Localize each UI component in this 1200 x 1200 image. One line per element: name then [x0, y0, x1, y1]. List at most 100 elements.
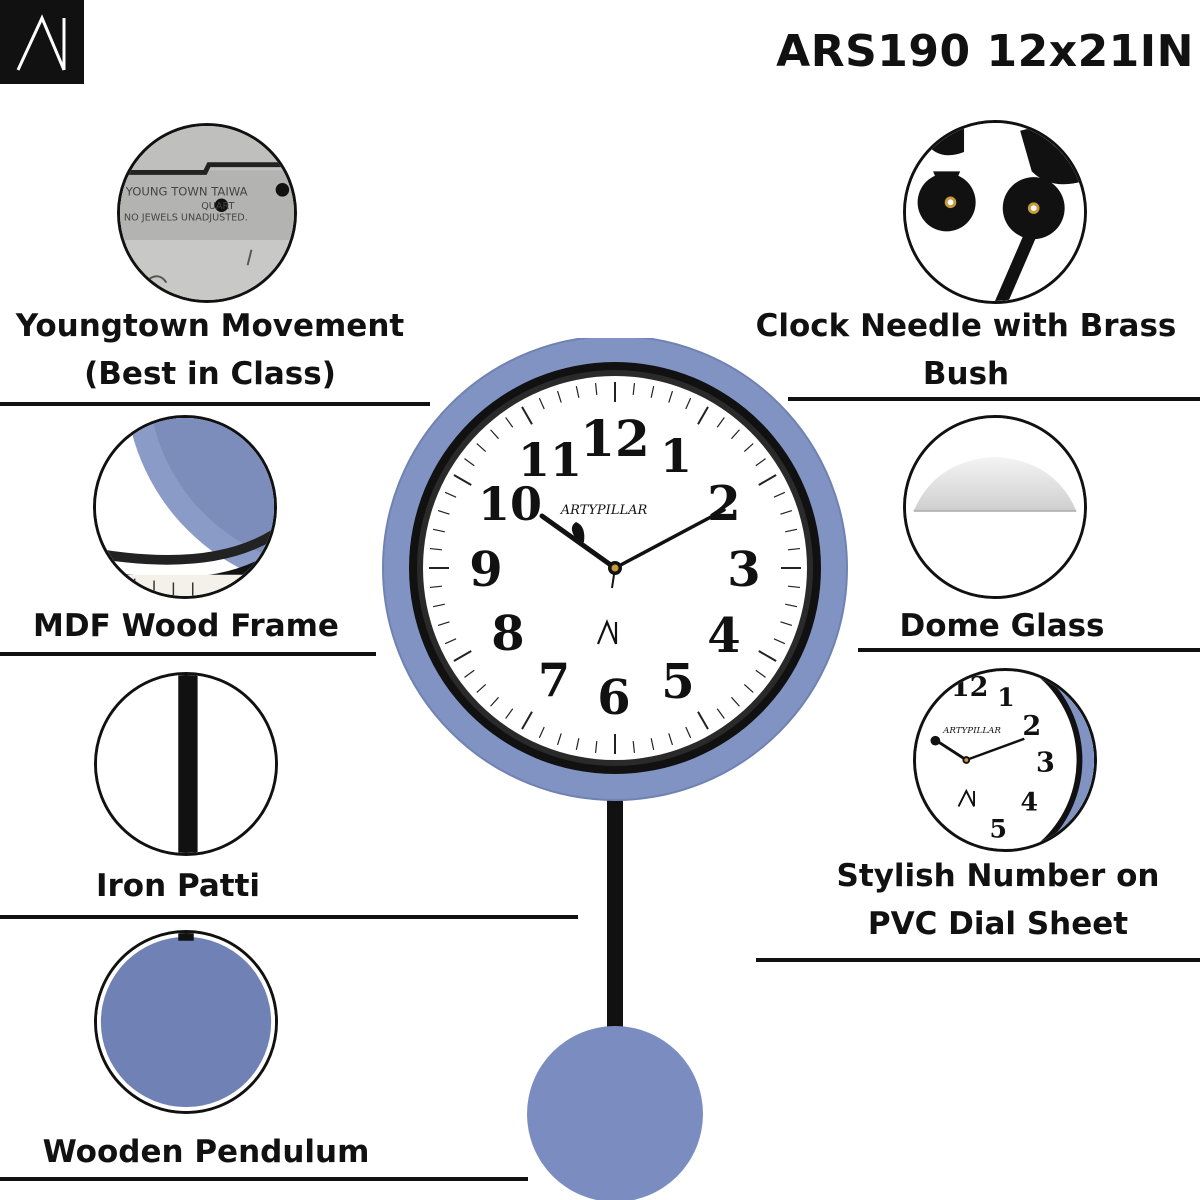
mini-numeral-3: 3: [1036, 748, 1055, 779]
movement-closeup: YOUNG TOWN TAIWA QUART NO JEWELS UNADJUS…: [117, 123, 297, 303]
minute-tick: [453, 650, 472, 662]
wood-frame-closeup: [93, 415, 277, 599]
movement-text-line3: NO JEWELS UNADJUSTED.: [124, 213, 248, 224]
minute-tick: [464, 458, 475, 467]
dial-closeup: ARTYPILLAR 12 1 2 3 4 5: [913, 668, 1097, 852]
feature-label-dome-glass: Dome Glass: [899, 608, 1105, 644]
mini-numeral-1: 1: [997, 682, 1015, 712]
minute-tick: [668, 390, 674, 403]
minute-tick: [755, 669, 766, 678]
minute-tick: [453, 474, 472, 486]
minute-tick: [521, 711, 533, 730]
minute-tick: [780, 621, 793, 627]
minute-tick: [594, 740, 598, 754]
minute-tick: [437, 509, 450, 515]
numeral-7: 7: [538, 653, 570, 707]
feature-label-stylish-number: Stylish Number on PVC Dial Sheet: [836, 858, 1160, 942]
iron-rod-closeup: [94, 672, 278, 856]
divider-left-4: [0, 1177, 528, 1181]
clock-hands: [539, 508, 726, 589]
dome-glass-closeup: [903, 415, 1087, 599]
divider-left-1: [0, 402, 430, 406]
divider-right-1: [788, 397, 1200, 401]
minute-tick: [743, 683, 754, 693]
minute-tick: [650, 385, 655, 398]
minute-tick: [505, 417, 514, 428]
numeral-5: 5: [661, 654, 694, 710]
minute-tick: [773, 491, 786, 498]
numeral-10: 10: [478, 477, 542, 531]
minute-tick: [490, 429, 500, 440]
minute-tick: [780, 509, 793, 515]
mini-dial-brand: ARTYPILLAR: [942, 726, 1001, 736]
numeral-6: 6: [597, 670, 630, 726]
dial-logo-icon: [596, 619, 618, 645]
clock-hands-closeup: [903, 120, 1087, 304]
numeral-1: 1: [660, 429, 692, 483]
mini-logo-icon: [957, 788, 976, 807]
minute-tick: [444, 491, 457, 498]
numeral-4: 4: [707, 608, 740, 664]
minute-tick: [437, 621, 450, 627]
numeral-12: 12: [580, 409, 650, 468]
minute-tick: [538, 726, 545, 739]
pendulum-rod: [607, 778, 623, 1038]
dial-closeup-icon: ARTYPILLAR 12 1 2 3 4 5: [916, 671, 1094, 849]
brand-logo: [0, 0, 84, 84]
feature-label-movement: Youngtown Movement (Best in Class): [15, 308, 405, 392]
minute-tick: [432, 528, 445, 533]
artypillar-a-logo-icon: [16, 14, 66, 71]
dial-brand: ARTYPILLAR: [560, 503, 648, 518]
divider-right-2: [858, 648, 1200, 652]
minute-tick: [490, 696, 500, 707]
movement-text-line2: QUART: [201, 201, 234, 212]
minute-tick: [575, 385, 580, 398]
minute-tick: [575, 738, 580, 751]
minute-tick: [650, 738, 655, 751]
minute-tick: [538, 397, 545, 410]
minute-tick: [505, 708, 514, 719]
pendulum-wall-clock: 12 1 2 3 4 5 6 7 8 9 10 11 ARTYPILLAR: [382, 338, 848, 1200]
feature-label-wood-frame: MDF Wood Frame: [33, 608, 339, 644]
minute-tick: [476, 683, 487, 693]
wood-frame-closeup-icon: [96, 418, 274, 596]
minute-tick: [429, 585, 443, 589]
minute-tick: [785, 528, 798, 533]
minute-tick: [730, 696, 740, 707]
minute-tick: [556, 733, 562, 746]
minute-tick: [464, 669, 475, 678]
minute-tick: [432, 603, 445, 608]
minute-tick: [787, 585, 801, 589]
minute-tick: [685, 397, 692, 410]
numeral-11: 11: [518, 433, 582, 487]
feature-label-clock-needle: Clock Needle with Brass Bush: [755, 308, 1177, 392]
iron-rod-closeup-icon: [97, 675, 275, 853]
divider-left-3: [0, 915, 578, 919]
minute-tick: [755, 458, 766, 467]
dome-glass-icon: [906, 418, 1084, 596]
movement-closeup-icon: YOUNG TOWN TAIWA QUART NO JEWELS UNADJUS…: [120, 126, 294, 300]
numeral-2: 2: [707, 476, 740, 532]
minute-tick: [785, 603, 798, 608]
minute-tick: [668, 733, 674, 746]
minute-tick: [697, 711, 709, 730]
pendulum-closeup: [94, 930, 278, 1114]
minute-tick: [743, 443, 754, 453]
divider-right-3: [756, 958, 1200, 962]
minute-tick: [429, 547, 443, 551]
numeral-8: 8: [491, 606, 524, 662]
clock-hands-closeup-icon: [906, 123, 1084, 301]
minute-tick: [758, 474, 777, 486]
minute-tick: [521, 406, 533, 425]
pendulum-disc: [527, 1026, 703, 1200]
minute-tick: [716, 417, 725, 428]
minute-tick: [632, 382, 636, 396]
minute-hand: [613, 508, 726, 570]
minute-tick: [444, 638, 457, 645]
minute-tick: [685, 726, 692, 739]
minute-ticks: [429, 382, 801, 754]
minute-tick: [716, 708, 725, 719]
minute-tick: [594, 382, 598, 396]
minute-tick: [476, 443, 487, 453]
numeral-9: 9: [469, 542, 502, 598]
